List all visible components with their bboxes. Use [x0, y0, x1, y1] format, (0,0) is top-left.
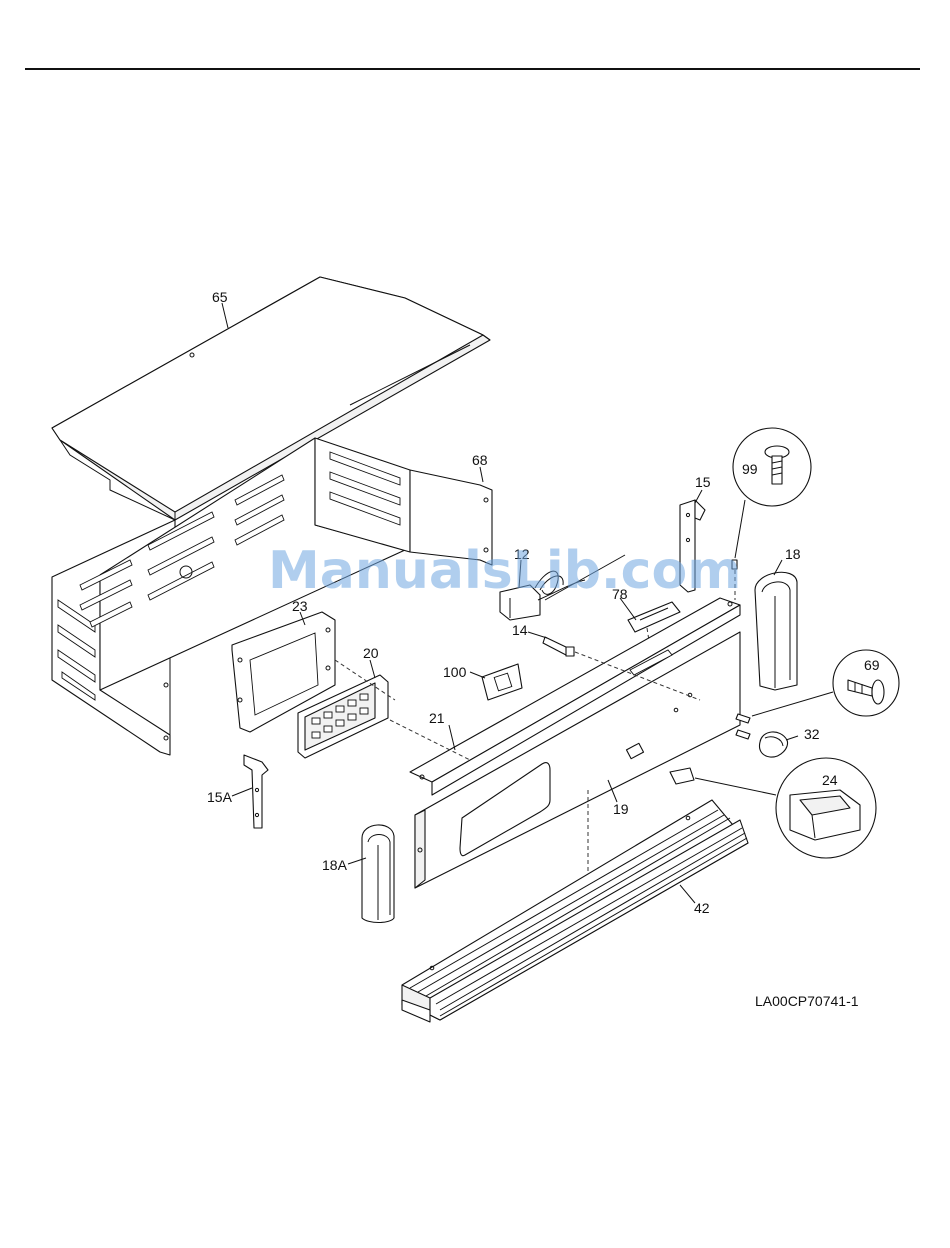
part-label-18: 18 — [785, 546, 801, 562]
part-label-42: 42 — [694, 900, 710, 916]
part-label-19: 19 — [613, 801, 629, 817]
part-label-100: 100 — [443, 664, 467, 680]
part-24-rocker-switch — [670, 768, 694, 784]
part-label-24: 24 — [822, 772, 838, 788]
part-18-end-cap — [755, 572, 797, 690]
part-label-99: 99 — [742, 461, 758, 477]
part-label-32: 32 — [804, 726, 820, 742]
part-label-15: 15 — [695, 474, 711, 490]
part-label-69: 69 — [864, 657, 880, 673]
part-label-68: 68 — [472, 452, 488, 468]
part-99-screw-callout — [733, 428, 811, 558]
part-label-14: 14 — [512, 622, 528, 638]
part-label-15a: 15A — [207, 789, 233, 805]
part-label-21: 21 — [429, 710, 445, 726]
drawing-code: LA00CP70741-1 — [755, 993, 859, 1009]
part-label-20: 20 — [363, 645, 379, 661]
part-100-label-plate — [482, 664, 522, 700]
part-32-knob — [759, 732, 787, 757]
part-15A-bracket — [244, 755, 268, 828]
part-label-18a: 18A — [322, 857, 348, 873]
watermark-text: ManualsLib.com — [268, 541, 741, 601]
part-label-65: 65 — [212, 289, 228, 305]
part-18A-end-cap — [362, 825, 394, 923]
